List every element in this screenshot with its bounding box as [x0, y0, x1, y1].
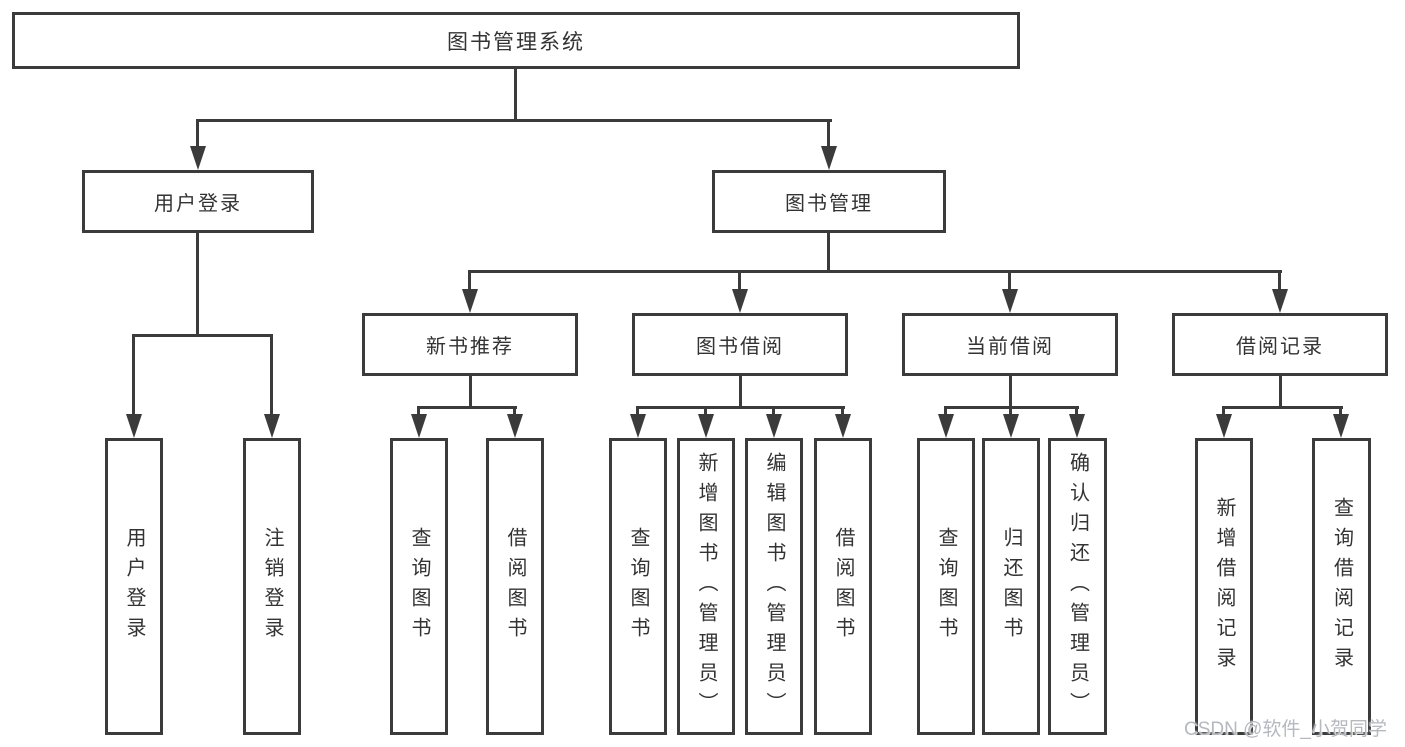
leaf-label: 查询图书: [935, 526, 957, 647]
leaf-label: 用户登录: [123, 526, 145, 647]
arrow-down-icon: [264, 414, 280, 438]
arrow-down-icon: [766, 414, 782, 438]
connector-hline: [1222, 406, 1343, 409]
node-label: 图书管理系统: [447, 30, 585, 54]
connector-vline: [132, 334, 135, 416]
leaf-borrow-books-recommend: 借阅图书: [486, 438, 544, 735]
node-label: 图书管理: [785, 193, 873, 215]
node-label: 图书借阅: [696, 336, 784, 358]
leaf-label: 确认归还（管理员）: [1066, 451, 1089, 722]
leaf-borrow-books: 借阅图书: [814, 438, 872, 735]
connector-vline: [1222, 406, 1225, 416]
connector-vline: [196, 119, 199, 148]
leaf-label: 查询借阅记录: [1330, 496, 1353, 677]
node-label: 借阅记录: [1236, 336, 1324, 358]
connector-vline: [1278, 270, 1281, 292]
arrow-down-icon: [630, 414, 646, 438]
connector-vline: [636, 406, 639, 416]
connector-vline: [841, 406, 844, 416]
leaf-logout: 注销登录: [243, 438, 301, 735]
leaf-label: 借阅图书: [832, 526, 854, 647]
node-user-login: 用户登录: [82, 170, 314, 233]
leaf-label: 新增借阅记录: [1213, 496, 1235, 677]
leaf-add-borrow-record: 新增借阅记录: [1195, 438, 1253, 735]
connector-vline: [1009, 376, 1012, 406]
node-new-book-recommendation: 新书推荐: [362, 313, 578, 376]
arrow-down-icon: [698, 414, 714, 438]
leaf-label: 查询图书: [627, 526, 649, 647]
node-book-borrowing: 图书借阅: [632, 313, 848, 376]
arrow-down-icon: [732, 289, 748, 313]
arrow-down-icon: [1216, 414, 1232, 438]
leaf-edit-books-admin: 编辑图书（管理员）: [745, 438, 803, 735]
connector-vline: [513, 406, 516, 416]
watermark: CSDN @软件_小贺同学: [1184, 719, 1387, 740]
leaf-return-books: 归还图书: [982, 438, 1040, 735]
arrow-down-icon: [1333, 414, 1349, 438]
leaf-label: 新增图书（管理员）: [695, 451, 717, 722]
arrow-down-icon: [126, 414, 142, 438]
leaf-query-books-borrowing: 查询图书: [609, 438, 667, 735]
connector-vline: [469, 376, 472, 406]
connector-vline: [738, 270, 741, 292]
node-label: 当前借阅: [966, 336, 1054, 358]
arrow-down-icon: [507, 414, 523, 438]
arrow-down-icon: [1069, 414, 1085, 438]
arrow-down-icon: [1002, 289, 1018, 313]
node-label: 新书推荐: [426, 336, 514, 358]
connector-vline: [772, 406, 775, 416]
leaf-confirm-return-admin: 确认归还（管理员）: [1048, 438, 1107, 735]
arrow-down-icon: [1272, 289, 1288, 313]
node-current-borrowing: 当前借阅: [902, 313, 1118, 376]
arrow-down-icon: [411, 414, 427, 438]
connector-vline: [704, 406, 707, 416]
connector-vline: [827, 119, 830, 148]
arrow-down-icon: [938, 414, 954, 438]
arrow-down-icon: [190, 146, 206, 170]
leaf-label: 编辑图书（管理员）: [763, 451, 785, 722]
arrow-down-icon: [835, 414, 851, 438]
connector-hline: [468, 270, 1282, 273]
connector-vline: [827, 233, 830, 270]
connector-vline: [514, 69, 517, 119]
connector-vline: [1075, 406, 1078, 416]
node-library-management-system: 图书管理系统: [12, 12, 1020, 69]
connector-hline: [417, 406, 517, 409]
arrow-down-icon: [821, 146, 837, 170]
leaf-query-books-current: 查询图书: [917, 438, 975, 735]
connector-hline: [636, 406, 845, 409]
arrow-down-icon: [1003, 414, 1019, 438]
node-book-management: 图书管理: [712, 170, 946, 233]
leaf-label: 借阅图书: [504, 526, 526, 647]
connector-vline: [1279, 376, 1282, 406]
connector-hline: [196, 119, 832, 122]
leaf-label: 注销登录: [261, 526, 283, 647]
arrow-down-icon: [462, 289, 478, 313]
connector-vline: [417, 406, 420, 416]
connector-vline: [468, 270, 471, 292]
connector-vline: [196, 233, 199, 334]
connector-vline: [270, 334, 273, 416]
leaf-label: 查询图书: [408, 526, 430, 647]
connector-vline: [1009, 406, 1012, 416]
connector-vline: [944, 406, 947, 416]
leaf-query-borrow-record: 查询借阅记录: [1312, 438, 1371, 735]
leaf-label: 归还图书: [1000, 526, 1022, 647]
leaf-query-books-recommend: 查询图书: [390, 438, 448, 735]
node-label: 用户登录: [154, 193, 242, 215]
connector-vline: [1339, 406, 1342, 416]
connector-vline: [1008, 270, 1011, 292]
connector-hline: [132, 334, 272, 337]
leaf-user-login: 用户登录: [105, 438, 163, 735]
connector-vline: [739, 376, 742, 406]
leaf-add-books-admin: 新增图书（管理员）: [677, 438, 735, 735]
node-borrowing-records: 借阅记录: [1172, 313, 1388, 376]
